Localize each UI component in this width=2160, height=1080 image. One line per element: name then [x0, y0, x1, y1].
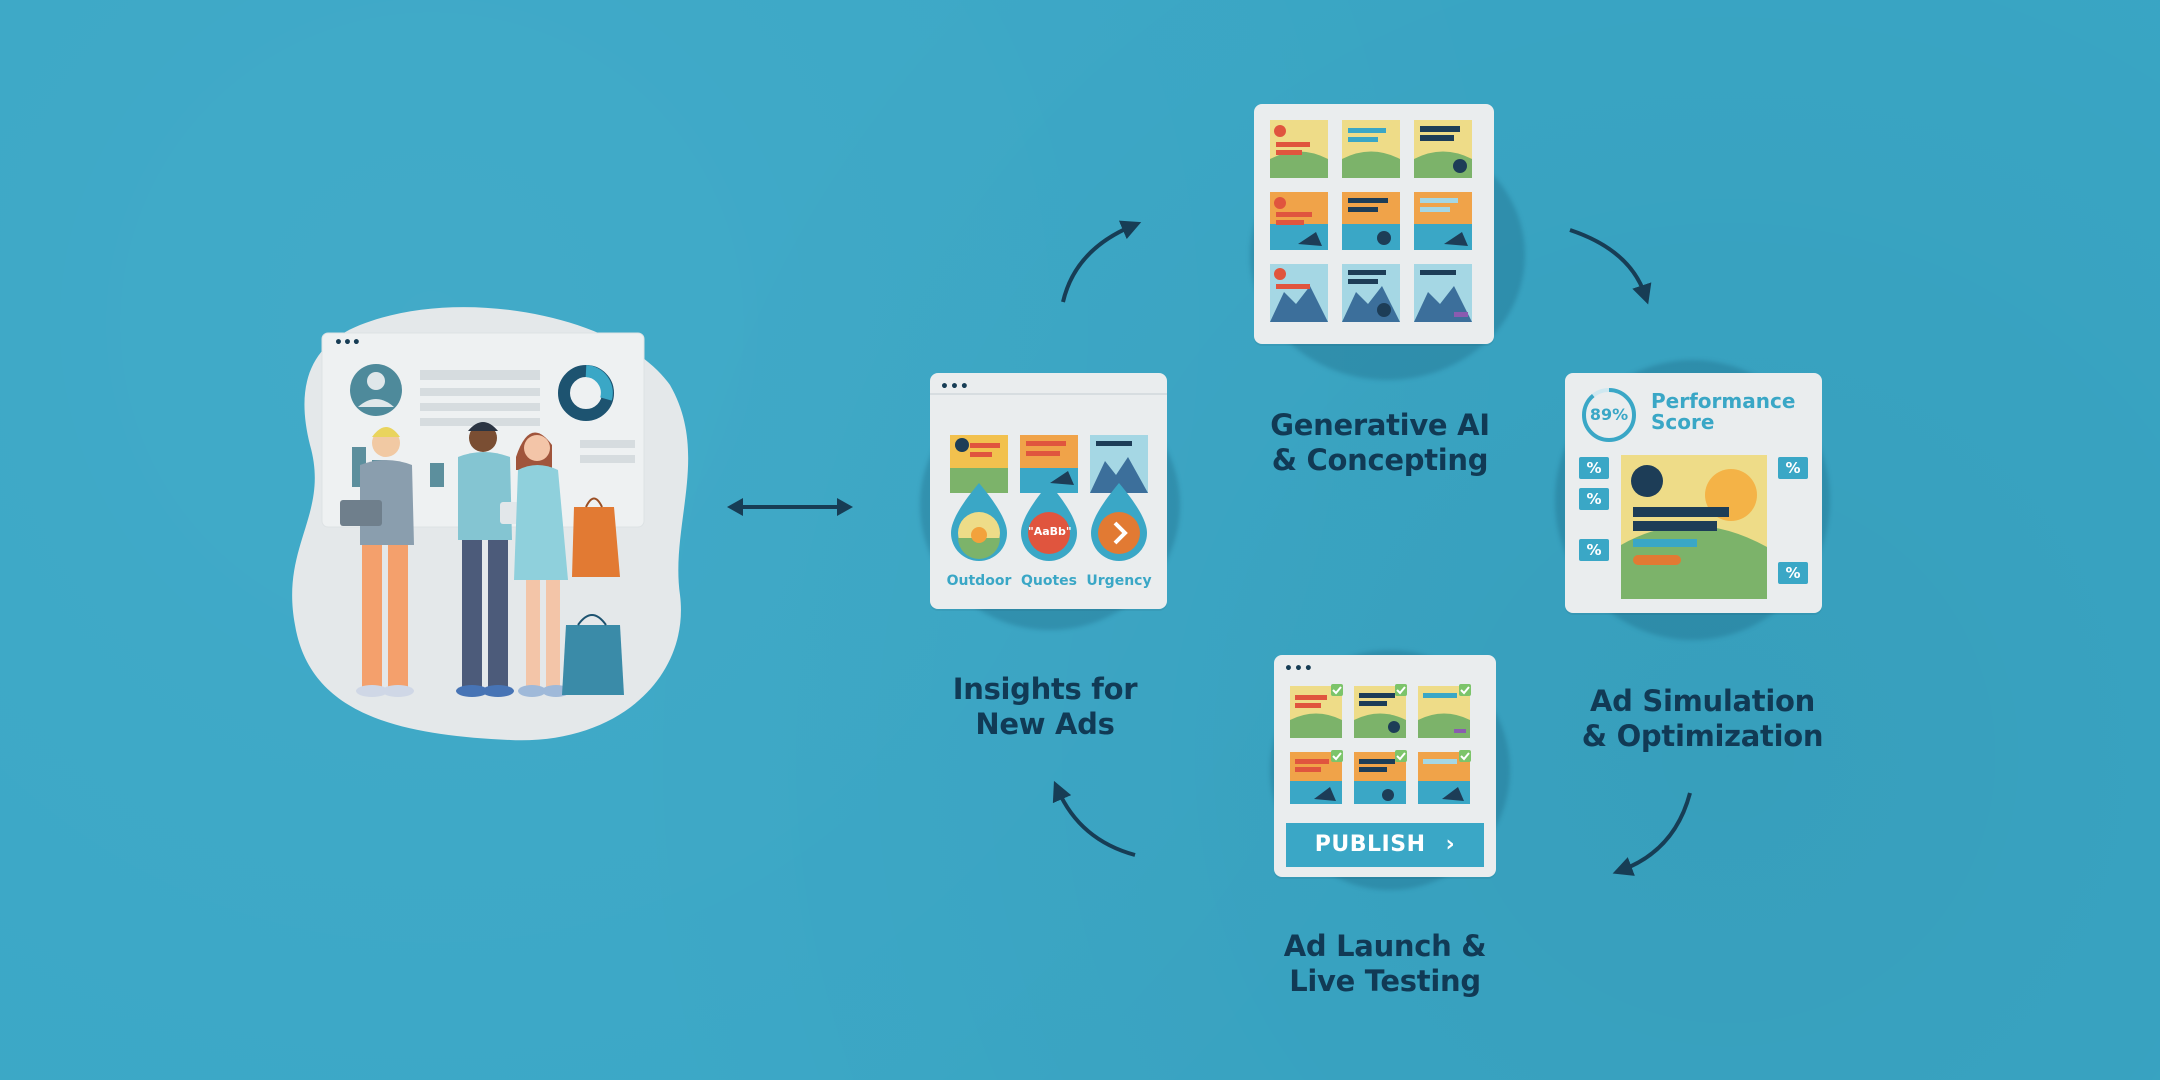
score-title-line1: Performance [1651, 389, 1796, 413]
publish-button-label: PUBLISH [1314, 832, 1426, 857]
arrow-insights-to-generative [1061, 220, 1142, 303]
label-generative-line2: & Concepting [1271, 443, 1489, 477]
percent-tag-left-2: % [1579, 488, 1609, 510]
percent-tag-right-1: % [1778, 457, 1808, 479]
label-launch: Ad Launch & Live Testing [1240, 929, 1530, 999]
generative-card [1254, 104, 1494, 344]
label-insights-line2: New Ads [975, 707, 1115, 741]
insights-card: ••• "AaBb" Outdoor Quotes Urgency [930, 373, 1167, 609]
percent-tag-left-1: % [1579, 457, 1609, 479]
chevron-right-icon: › [1445, 832, 1456, 857]
label-generative-line1: Generative AI [1270, 408, 1490, 442]
score-ring [1582, 388, 1636, 442]
score-value: 89% [1589, 405, 1629, 424]
label-launch-line2: Live Testing [1289, 964, 1481, 998]
drop-label-quotes: Quotes [1020, 573, 1077, 589]
double-arrow-icon [727, 498, 853, 516]
percent-tag-left-3: % [1579, 539, 1609, 561]
insights-card-art [930, 393, 1167, 561]
team-illustration: ••• [290, 295, 690, 745]
arrow-launch-to-insights [1052, 780, 1136, 857]
label-simulation: Ad Simulation & Optimization [1540, 684, 1865, 754]
launch-thumb-grid [1290, 684, 1471, 804]
publish-button[interactable]: PUBLISH › [1286, 823, 1484, 867]
label-generative: Generative AI & Concepting [1230, 408, 1530, 478]
generative-thumb-grid [1270, 120, 1472, 322]
team-illustration-svg: ••• [292, 307, 689, 741]
window-dots: ••• [1284, 661, 1314, 677]
percent-tag-right-2: % [1778, 562, 1808, 584]
score-title-line2: Score [1651, 410, 1715, 434]
arrow-simulation-to-launch [1612, 792, 1692, 876]
drop-label-outdoor: Outdoor [946, 573, 1012, 589]
label-insights: Insights for New Ads [900, 672, 1190, 742]
label-launch-line1: Ad Launch & [1283, 929, 1487, 963]
launch-card: ••• [1274, 655, 1496, 877]
label-simulation-line2: & Optimization [1581, 719, 1824, 753]
performance-card: 89% Performance Score % % % % % [1565, 373, 1822, 613]
arrow-generative-to-simulation [1569, 228, 1652, 305]
simulated-ad-preview [1621, 455, 1767, 599]
label-simulation-line1: Ad Simulation [1590, 684, 1815, 718]
window-dots: ••• [940, 379, 970, 395]
svg-text:•••: ••• [334, 335, 361, 351]
label-insights-line1: Insights for [952, 672, 1138, 706]
drop-label-urgency: Urgency [1086, 573, 1152, 589]
drop-quote-text: "AaBb" [1028, 525, 1072, 538]
